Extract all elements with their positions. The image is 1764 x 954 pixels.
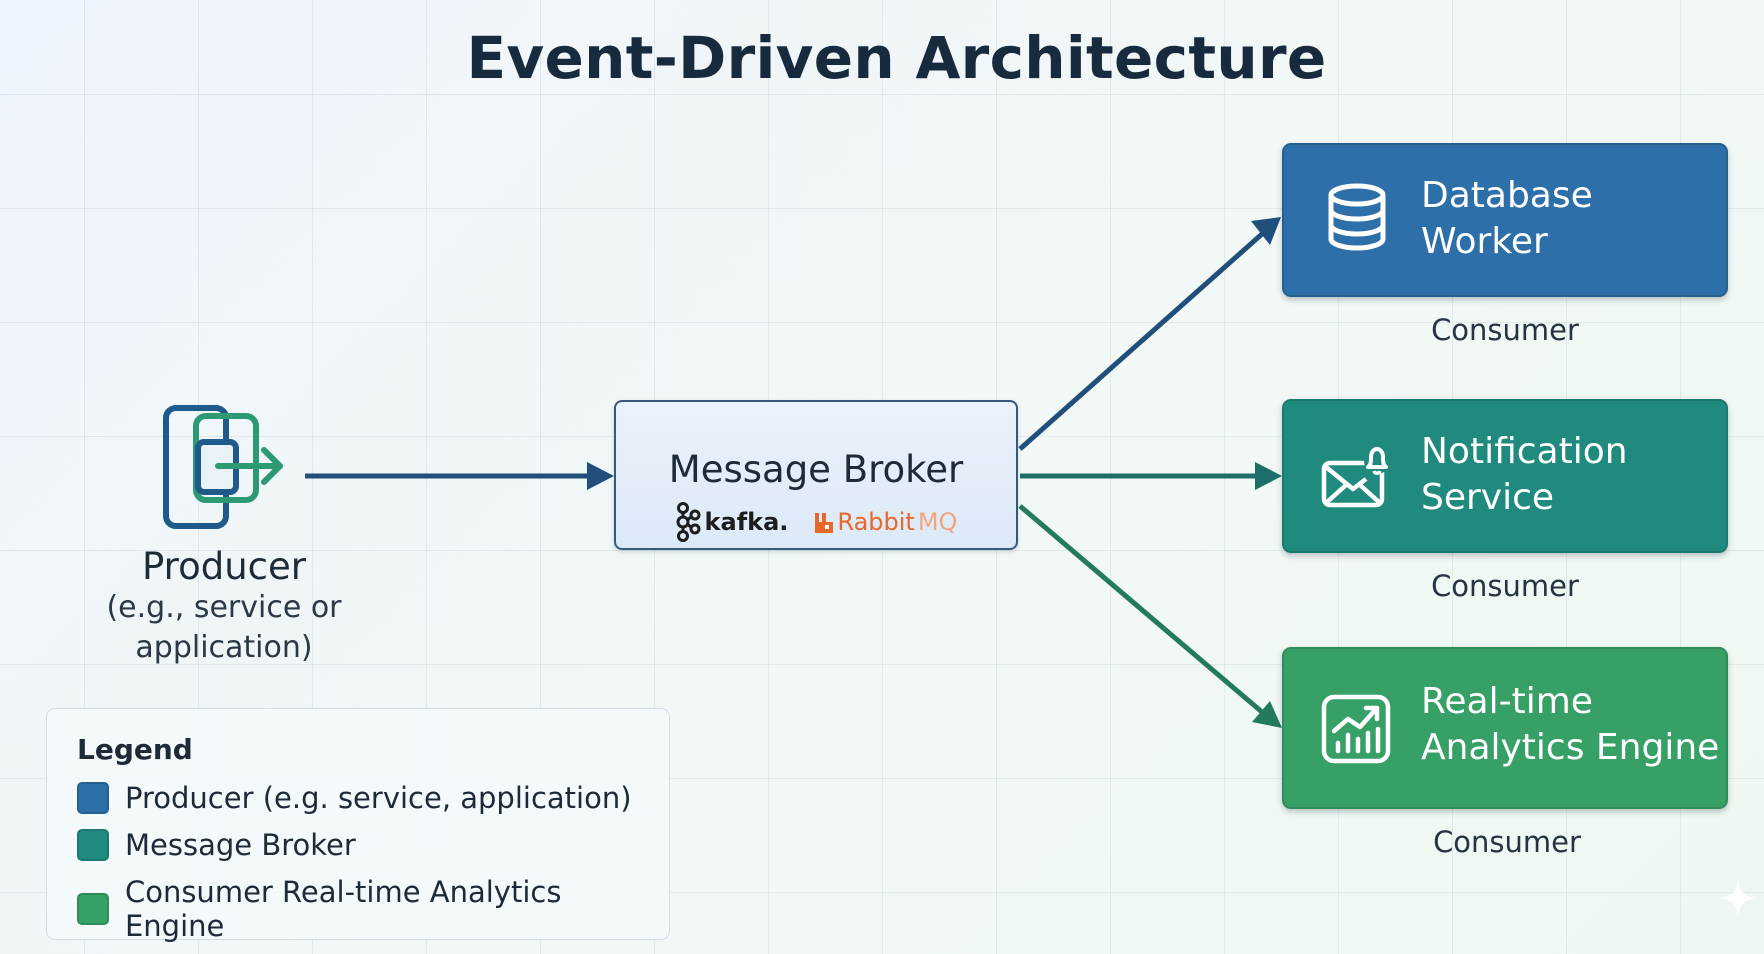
notification-service-line2: Service bbox=[1421, 477, 1555, 518]
legend-label-broker: Message Broker bbox=[125, 828, 356, 862]
database-worker-caption: Consumer bbox=[1431, 313, 1579, 347]
diagram-title: Event-Driven Architecture bbox=[466, 24, 1327, 92]
kafka-icon bbox=[676, 502, 701, 542]
legend-item-consumer: Consumer Real-time Analytics Engine bbox=[77, 875, 669, 943]
analytics-engine-caption: Consumer bbox=[1433, 825, 1581, 859]
database-worker-line2: Worker bbox=[1421, 221, 1548, 262]
consumer-database-worker: Database Worker bbox=[1282, 143, 1728, 297]
legend-label-producer: Producer (e.g. service, application) bbox=[125, 781, 632, 815]
rabbitmq-text-mq: MQ bbox=[917, 508, 958, 536]
arrow-broker-to-analytics-engine bbox=[1018, 504, 1282, 728]
legend-item-broker: Message Broker bbox=[77, 828, 356, 862]
legend: Legend Producer (e.g. service, applicati… bbox=[46, 708, 670, 943]
producer-label: Producer (e.g., service or application) bbox=[88, 545, 360, 668]
arrow-broker-to-notification-service bbox=[1020, 462, 1282, 490]
message-broker-title: Message Broker bbox=[668, 448, 964, 491]
producer-title: Producer bbox=[142, 545, 306, 588]
producer-export-app-icon bbox=[160, 404, 290, 534]
analytics-engine-line1: Real-time bbox=[1421, 681, 1593, 722]
mail-bell-icon bbox=[1321, 447, 1390, 508]
analytics-engine-line2: Analytics Engine bbox=[1421, 727, 1720, 768]
analytics-engine-label: Real-time Analytics Engine bbox=[1421, 679, 1719, 771]
consumer-notification-service: Notification Service bbox=[1282, 399, 1728, 553]
legend-swatch-broker bbox=[77, 829, 109, 861]
legend-item-producer: Producer (e.g. service, application) bbox=[77, 781, 632, 815]
notification-service-line1: Notification bbox=[1421, 431, 1628, 472]
rabbitmq-icon bbox=[815, 513, 834, 533]
notification-service-caption: Consumer bbox=[1431, 569, 1579, 603]
producer-subtitle-line1: (e.g., service or bbox=[106, 590, 342, 625]
sparkle-icon bbox=[1720, 880, 1756, 916]
consumer-analytics-engine: Real-time Analytics Engine bbox=[1282, 647, 1728, 809]
database-icon bbox=[1328, 183, 1386, 251]
database-worker-line1: Database bbox=[1421, 175, 1593, 216]
rabbitmq-text-rabbit: Rabbit bbox=[837, 508, 915, 536]
legend-label-consumer: Consumer Real-time Analytics Engine bbox=[124, 875, 562, 943]
legend-swatch-consumer bbox=[77, 893, 109, 925]
legend-swatch-producer bbox=[77, 782, 109, 814]
arrow-producer-to-broker bbox=[305, 462, 614, 490]
producer-subtitle-line2: application) bbox=[135, 630, 313, 665]
analytics-chart-icon bbox=[1321, 694, 1391, 764]
database-worker-label: Database Worker bbox=[1421, 173, 1593, 265]
legend-title: Legend bbox=[77, 733, 193, 766]
notification-service-label: Notification Service bbox=[1421, 429, 1628, 521]
arrow-broker-to-database-worker bbox=[1018, 217, 1281, 451]
kafka-logo: kafka. bbox=[675, 502, 789, 542]
kafka-text: kafka. bbox=[704, 508, 789, 536]
